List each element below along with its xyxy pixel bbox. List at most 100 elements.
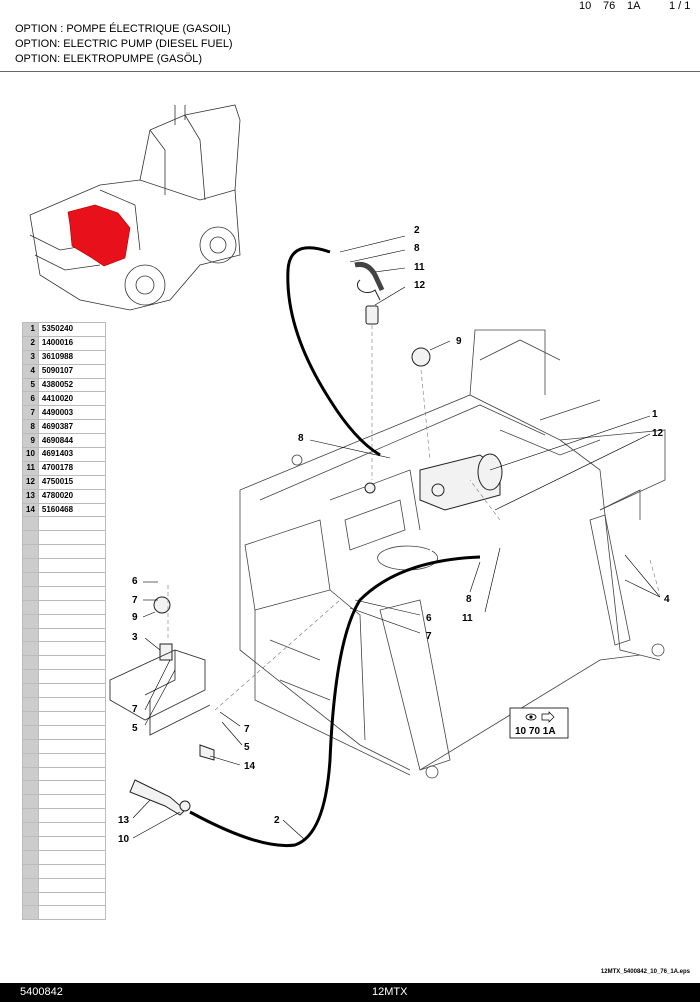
parts-row-empty: [22, 780, 106, 796]
chassis-frame: [239, 329, 666, 779]
part-number: 4490003: [37, 405, 106, 421]
callout-12: 12: [414, 280, 426, 291]
part-number: [37, 558, 106, 574]
part-number: [37, 710, 106, 726]
part-number: [37, 835, 106, 851]
part-index: 4: [22, 363, 39, 379]
part-index: [22, 849, 39, 865]
parts-row-empty: [22, 641, 106, 657]
pump-location-highlight: [67, 204, 131, 267]
parts-row-empty: [22, 585, 106, 601]
part-index: [22, 905, 39, 921]
part-number: 4690844: [37, 433, 106, 449]
part-number: [37, 572, 106, 587]
part-number: 4700178: [37, 460, 106, 476]
part-index: [22, 863, 39, 879]
document-number: 5400842: [20, 986, 63, 998]
fuel-hose-upper: [286, 246, 381, 457]
part-index: [22, 530, 39, 546]
part-index: 2: [22, 335, 39, 351]
part-number: [37, 530, 106, 546]
part-index: 5: [22, 377, 39, 393]
part-number: 4691403: [37, 447, 106, 462]
view-reference-icon: [525, 711, 555, 723]
title-de: OPTION: ELEKTROPUMPE (GASÖL): [15, 53, 203, 65]
parts-row-empty: [22, 752, 106, 768]
callout-2: 2: [274, 815, 280, 826]
parts-row-empty: [22, 572, 106, 587]
part-number: [37, 641, 106, 657]
part-number: [37, 891, 106, 907]
callout-13: 13: [118, 815, 130, 826]
footer-bar: 5400842 12MTX: [0, 983, 700, 1002]
part-index: 1: [22, 322, 39, 337]
part-number: 4780020: [37, 488, 106, 504]
part-index: [22, 572, 39, 587]
parts-row-empty: [22, 544, 106, 560]
part-number: [37, 599, 106, 615]
parts-row-empty: [22, 724, 106, 740]
callout-7: 7: [244, 724, 250, 735]
callout-12: 12: [652, 428, 664, 439]
part-number: 4690387: [37, 419, 106, 435]
section-code: 10: [579, 0, 592, 12]
part-index: [22, 877, 39, 893]
part-number: 5090107: [37, 363, 106, 379]
part-number: 3610988: [37, 349, 106, 365]
part-index: [22, 697, 39, 712]
part-index: 6: [22, 391, 39, 407]
model-name: 12MTX: [372, 986, 408, 998]
part-index: [22, 655, 39, 671]
part-number: [37, 738, 106, 754]
part-index: [22, 669, 39, 685]
callout-14: 14: [244, 761, 256, 772]
parts-row-empty: [22, 516, 106, 532]
parts-row-empty: [22, 794, 106, 810]
parts-row-empty: [22, 530, 106, 546]
part-index: 9: [22, 433, 39, 449]
pump-assembly: [129, 262, 503, 816]
part-number: [37, 905, 106, 921]
parts-row-empty: [22, 683, 106, 699]
part-index: [22, 766, 39, 782]
part-index: [22, 683, 39, 699]
part-number: [37, 697, 106, 712]
center-lines: [167, 325, 661, 711]
cross-reference-label: 10 70 1A: [515, 726, 556, 737]
parts-row-empty: [22, 613, 106, 629]
part-number: 1400016: [37, 335, 106, 351]
callout-9: 9: [456, 336, 462, 347]
part-number: [37, 655, 106, 671]
part-number: [37, 780, 106, 796]
part-number: [37, 627, 106, 643]
callout-4: 4: [664, 594, 670, 605]
part-index: 7: [22, 405, 39, 421]
callout-11: 11: [414, 262, 425, 273]
part-number: [37, 683, 106, 699]
title-fr: OPTION : POMPE ÉLECTRIQUE (GASOIL): [15, 23, 231, 35]
part-index: [22, 752, 39, 768]
part-index: 8: [22, 419, 39, 435]
part-number: [37, 766, 106, 782]
part-number: [37, 822, 106, 837]
part-number: [37, 794, 106, 810]
part-index: 14: [22, 502, 39, 518]
parts-row-empty: [22, 627, 106, 643]
callout-5: 5: [244, 742, 250, 753]
callout-7: 7: [426, 631, 432, 642]
part-number: [37, 863, 106, 879]
callout-11: 11: [462, 613, 473, 624]
parts-row-empty: [22, 697, 106, 712]
part-index: 13: [22, 488, 39, 504]
part-number: [37, 752, 106, 768]
